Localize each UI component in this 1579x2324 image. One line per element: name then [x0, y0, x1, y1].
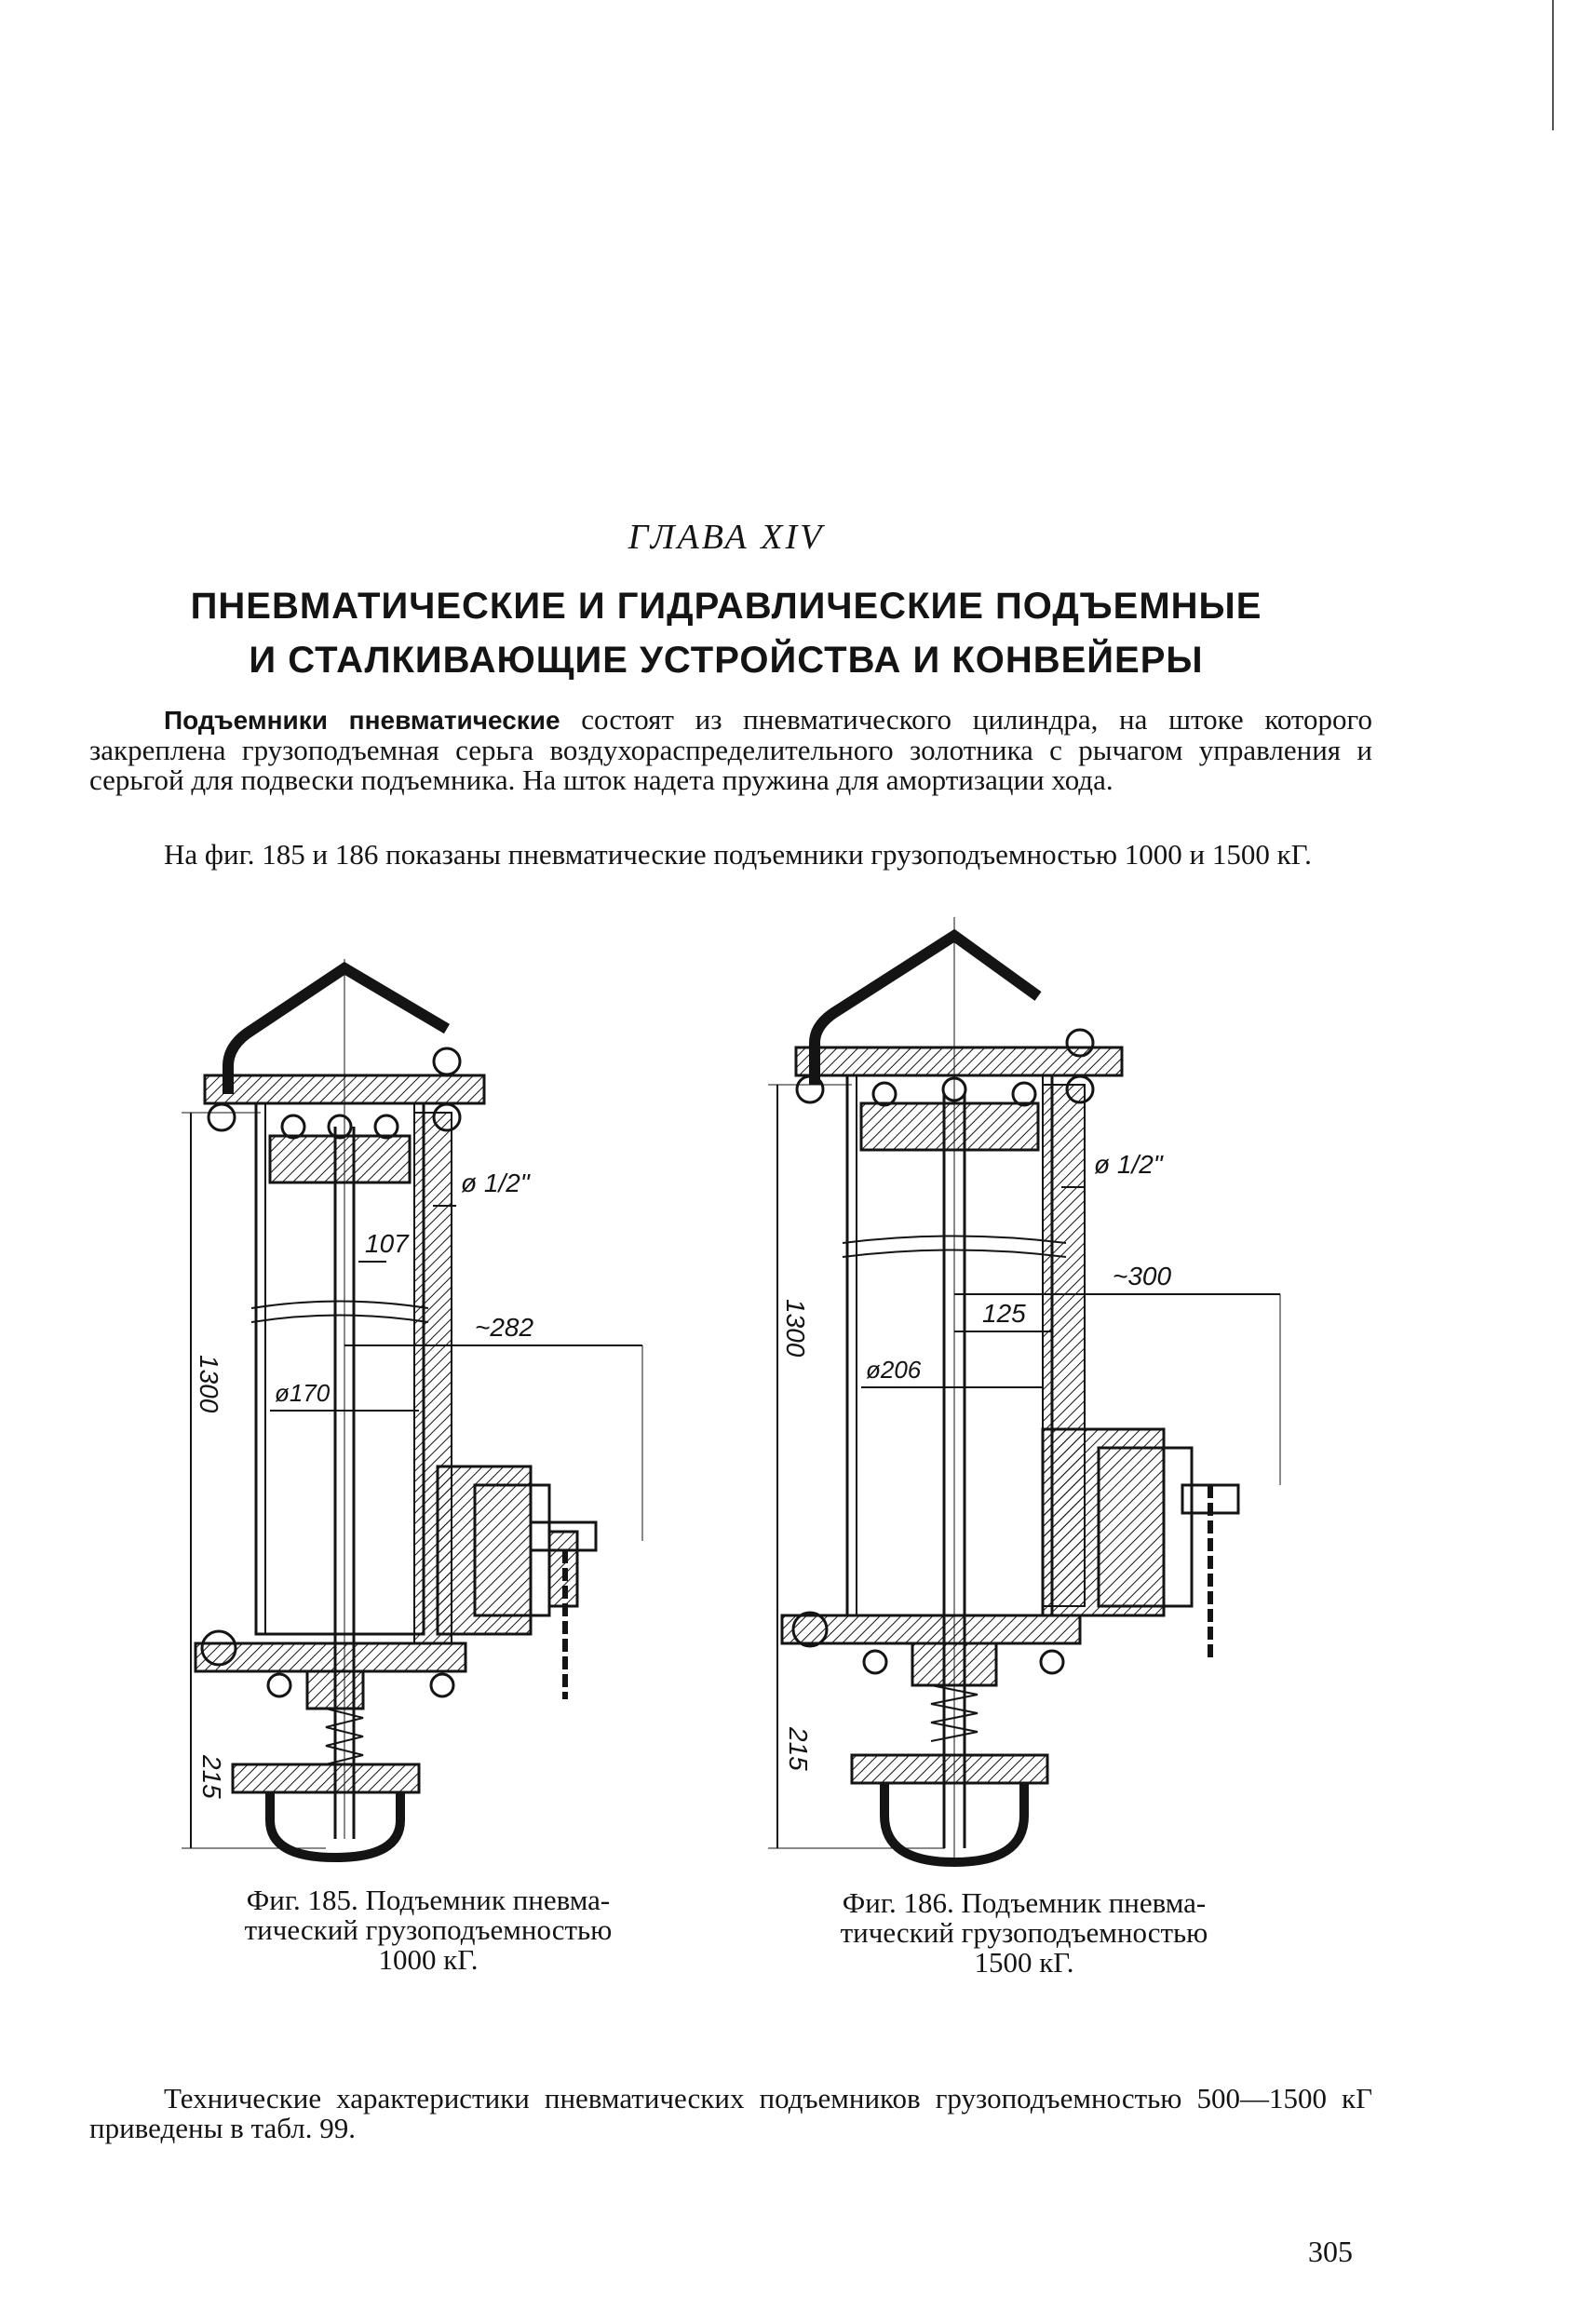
- fig185-dim-reach: ~282: [475, 1313, 533, 1342]
- fig185-dim-rod: 107: [365, 1229, 410, 1258]
- figure-185-caption-line-2: тический грузоподъемностью: [244, 1913, 613, 1946]
- fig186-dim-height: 1300: [781, 1299, 810, 1358]
- fig186-dim-rod: 125: [982, 1299, 1026, 1328]
- paragraph-lead-term: Подъемники пневматические: [164, 706, 560, 735]
- chapter-heading: ГЛАВА XIV: [628, 518, 825, 557]
- fig185-dim-height: 1300: [195, 1355, 223, 1413]
- fig185-dim-bore: ø170: [275, 1379, 331, 1407]
- paragraph-figures: На фиг. 185 и 186 показаны пневматически…: [164, 838, 1312, 871]
- fig185-dim-lower: 215: [197, 1754, 226, 1799]
- fig186-dim-lower: 215: [784, 1726, 813, 1771]
- figure-186-caption: Фиг. 186. Подъемник пневма- тический гру…: [763, 1888, 1285, 1978]
- fig185-dim-pipe: ø 1/2": [461, 1169, 531, 1197]
- figure-186-caption-line-2: тический грузоподъемностью: [840, 1916, 1208, 1949]
- figure-186-caption-line-3: 1500 кГ.: [974, 1946, 1074, 1979]
- paragraph-intro: Подъемники пневматические состоят из пне…: [89, 705, 1372, 795]
- page-number: 305: [1308, 2235, 1353, 2268]
- chapter-title: ПНЕВМАТИЧЕСКИЕ И ГИДРАВЛИЧЕСКИЕ ПОДЪЕМНЫ…: [130, 579, 1322, 687]
- figure-185-caption-line-1: Фиг. 185. Подъемник пневма-: [246, 1884, 611, 1916]
- figure-186-caption-line-1: Фиг. 186. Подъемник пневма-: [842, 1886, 1207, 1919]
- chapter-title-line-1: ПНЕВМАТИЧЕСКИЕ И ГИДРАВЛИЧЕСКИЕ ПОДЪЕМНЫ…: [190, 586, 1262, 627]
- fig186-dim-bore: ø206: [866, 1356, 922, 1384]
- fig186-dim-reach: ~300: [1113, 1262, 1171, 1290]
- paragraph-table-reference: Технические характеристики пневматически…: [89, 2082, 1372, 2144]
- figure-186-drawing: 1300 215 ø 1/2" 125 ø206 ~300: [768, 917, 1281, 1868]
- figure-185-drawing: 1300 215 ø 1/2" 107 ø170 ~282: [182, 959, 643, 1863]
- fig186-dim-pipe: ø 1/2": [1094, 1150, 1164, 1179]
- paragraph-intro-text: состоят из пневматического цилиндра, на …: [89, 703, 1373, 796]
- figure-185-caption: Фиг. 185. Подъемник пневма- тический гру…: [168, 1885, 689, 1975]
- scan-edge-line: [1552, 0, 1554, 130]
- figure-185-caption-line-3: 1000 кГ.: [378, 1943, 479, 1976]
- chapter-title-line-2: И СТАЛКИВАЮЩИЕ УСТРОЙСТВА И КОНВЕЙЕРЫ: [249, 640, 1204, 681]
